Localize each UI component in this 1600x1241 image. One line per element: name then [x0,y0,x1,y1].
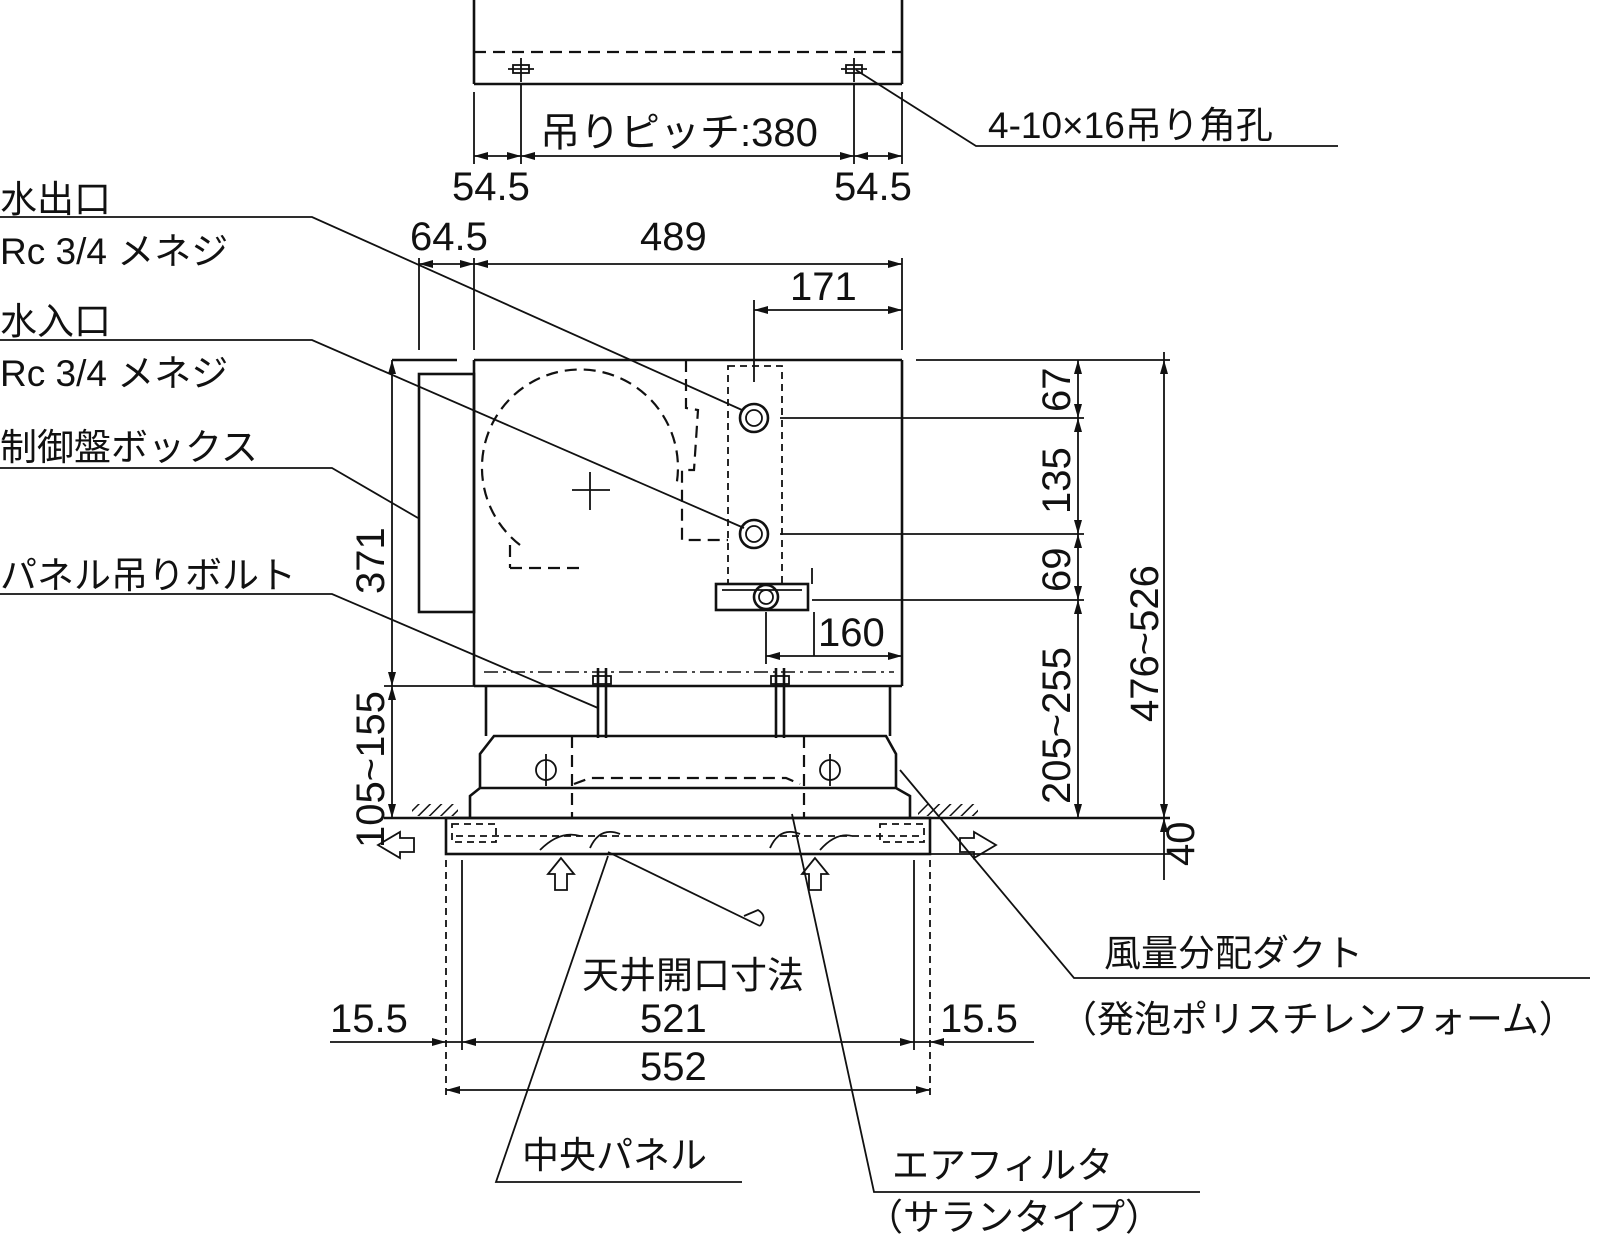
drain-horizontal-dim: 160 [818,611,885,655]
filter-type-label: （サランタイプ） [866,1197,1162,1238]
hanger-holes-label: 4-10×16吊り角孔 [988,105,1273,146]
duct-label: 風量分配ダクト [1104,933,1363,974]
water-outlet-label: 水出口 [0,179,111,220]
leader-lines [0,216,1590,1193]
control-box-label: 制御盤ボックス [0,427,258,468]
unit-body [392,258,1170,818]
panel-drop-dim: 105~155 [349,691,393,848]
margin-right-dim: 15.5 [940,997,1018,1041]
right-offset-top-dim: 54.5 [834,165,912,209]
drain-fitting [752,583,1084,611]
control-box [417,372,476,614]
water-outlet-fitting [738,402,1084,434]
opening-width-dim: 521 [640,997,707,1041]
left-vertical-dims [384,360,474,818]
hanger-pitch-dim: 吊りピッチ:380 [540,111,818,155]
water-inlet-label: 水入口 [0,301,111,342]
air-filter-label: エアフィルタ [892,1145,1113,1186]
drain-offset-dim: 69 [1035,548,1079,593]
total-height-dim: 476~526 [1123,565,1167,722]
panel-handle [607,851,765,927]
airflow-arrows [376,830,998,891]
fan-outline [480,368,680,570]
panel-bolt-right [770,668,790,738]
ceiling-line [384,804,1170,820]
ceiling-panel [444,816,932,856]
panel-bolt-label: パネル吊りボルト [0,555,296,596]
box-height-dim: 371 [349,527,393,594]
box-offset-dim: 64.5 [410,215,488,259]
left-offset-top-dim: 54.5 [452,165,530,209]
duct-material-label: （発泡ポリスチレンフォーム） [1060,999,1576,1040]
bottom-dims [330,860,1034,1098]
panel-width-dim: 552 [640,1045,707,1089]
center-panel-label: 中央パネル [522,1135,707,1176]
top-hanger-view [472,0,1338,164]
water-inlet-thread-label: Rc 3/4 メネジ [0,353,228,394]
hanger-hole-left [508,58,534,82]
unit-width-dim: 489 [640,215,707,259]
panel-bolt-left [592,668,612,738]
below-unit-dim: 205~255 [1035,647,1079,804]
margin-left-dim: 15.5 [330,997,408,1041]
hanger-hole-right [841,58,867,82]
pipe-offset-dim: 171 [790,265,857,309]
pipe-top-dim: 67 [1035,368,1079,413]
ceiling-opening-label: 天井開口寸法 [582,955,804,996]
pipe-spacing-dim: 135 [1035,447,1079,514]
water-inlet-fitting [738,518,1084,550]
panel-thickness-dim: 40 [1159,822,1203,867]
water-outlet-thread-label: Rc 3/4 メネジ [0,231,228,272]
